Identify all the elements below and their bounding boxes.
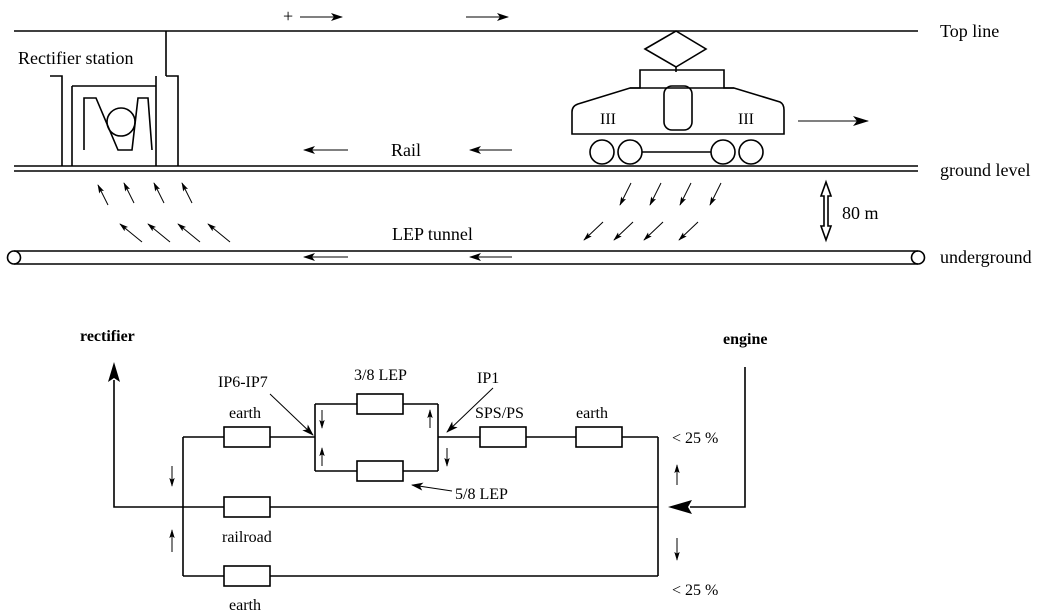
equivalent-circuit: rectifier engine earth 3/8 LEP 5/8 LEP I… [80,328,767,614]
lep-tunnel-label: LEP tunnel [392,224,473,244]
wheel-2 [617,139,643,165]
lep-tunnel: LEP tunnel [6,224,926,265]
wheel-4 [738,139,764,165]
rectifier-station-label: Rectifier station [18,48,133,68]
resistor-5-8-lep [356,460,404,482]
resistor-earth-right [575,426,623,448]
earth-label-right: earth [576,405,608,422]
lep-5-8-pointer [411,482,453,492]
top-line-label: Top line [940,21,999,41]
engine-arrowhead [668,500,692,514]
sps-ps-label: SPS/PS [475,405,524,422]
locomotive-marks-right: III [738,111,754,128]
wheel-3 [710,139,736,165]
locomotive: III III [571,30,869,165]
leakage-arrows-rectifier [97,182,231,243]
resistor-sps-ps [479,426,527,448]
underground-label: underground [940,247,1032,267]
resistor-railroad [223,496,271,518]
locomotive-marks-left: III [600,111,616,128]
rectifier-label: rectifier [80,328,135,345]
locomotive-door [663,85,693,131]
depth-label: 80 m [842,203,879,223]
resistor-earth-bottom [223,565,271,587]
resistor-3-8-lep [356,393,404,415]
rectifier-arrowhead [108,362,120,382]
ip6-ip7-pointer [269,393,314,436]
engine-feed-line [690,367,746,508]
tunnel-end-right [910,250,926,265]
lep-5-8-label: 5/8 LEP [455,486,508,503]
ground-level-label: ground level [940,160,1030,180]
plus-sign: + [283,6,293,26]
ip6-ip7-label: IP6-IP7 [218,374,268,391]
cross-section-diagram: Top line + ground level Rail Rectifier s… [6,6,1032,267]
percent-label-top: < 25 % [672,430,718,447]
wheel-1 [589,139,615,165]
locomotive-body [571,69,785,135]
railroad-label: railroad [222,529,272,546]
rectifier-feed-line [113,380,658,508]
rectifier-station: Rectifier station [18,31,179,166]
engine-label: engine [723,331,767,348]
earth-label-top: earth [229,405,261,422]
leakage-arrows-engine [583,182,722,241]
transformer-coil [106,107,136,137]
resistor-earth-top [223,426,271,448]
earth-label-bottom: earth [229,597,261,614]
lep-3-8-label: 3/8 LEP [354,367,407,384]
ip1-pointer [446,387,494,433]
pantograph [643,30,708,68]
rail-label: Rail [391,140,421,160]
percent-label-bottom: < 25 % [672,582,718,599]
ip1-label: IP1 [477,370,499,387]
depth-indicator: 80 m [819,179,879,243]
tunnel-end-left [6,250,22,265]
